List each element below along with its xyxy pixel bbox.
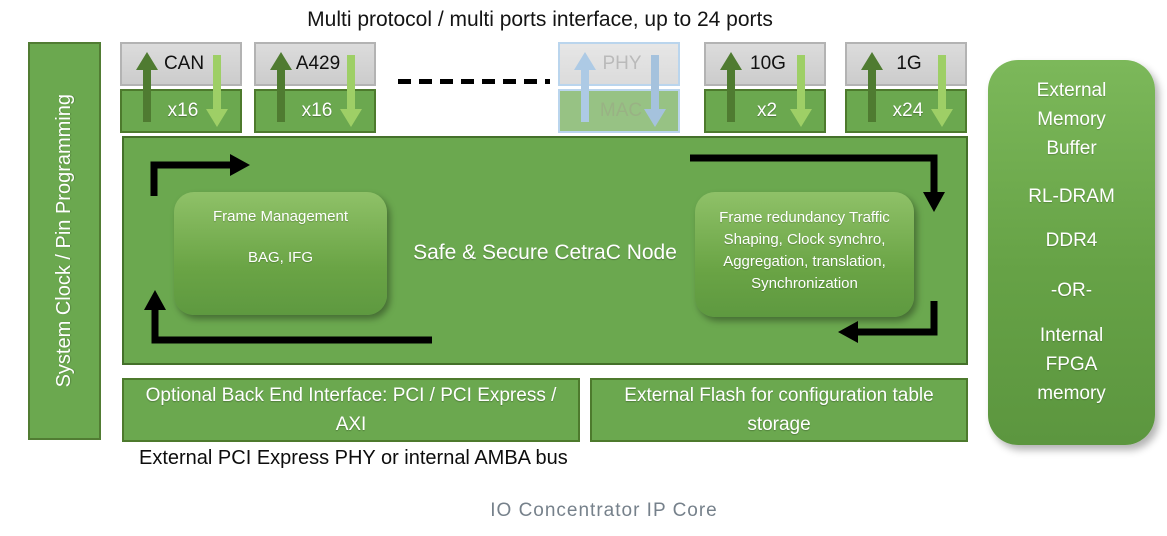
port-block-can: CAN x16 bbox=[120, 42, 242, 133]
phy-bus-note: External PCI Express PHY or internal AMB… bbox=[139, 447, 568, 469]
port-10g-label: 10G bbox=[750, 53, 786, 74]
flow-arrowhead-right-icon bbox=[230, 154, 250, 176]
flow-arrow-top-left bbox=[150, 161, 234, 196]
memory-line: External bbox=[1036, 80, 1107, 101]
port-can-label: CAN bbox=[163, 53, 205, 74]
system-clock-label: System Clock / Pin Programming bbox=[53, 94, 75, 388]
up-arrow-icon bbox=[861, 52, 883, 122]
up-arrow-icon bbox=[574, 52, 596, 122]
flow-arrowhead-up-icon bbox=[144, 290, 166, 310]
port-10g-count: x2 bbox=[756, 100, 778, 121]
memory-line: Internal bbox=[1039, 325, 1104, 346]
port-can-count: x16 bbox=[167, 100, 199, 121]
memory-line: Buffer bbox=[1046, 138, 1097, 159]
up-arrow-icon bbox=[720, 52, 742, 122]
flow-arrow-top-right bbox=[690, 154, 938, 194]
port-phy-label: PHY bbox=[602, 53, 642, 74]
port-1g-count: x24 bbox=[892, 100, 924, 121]
memory-line: memory bbox=[1037, 383, 1106, 404]
system-clock-bar: System Clock / Pin Programming bbox=[28, 42, 101, 440]
frame-management-sub: BAG, IFG bbox=[247, 249, 313, 266]
memory-line: Memory bbox=[1037, 109, 1106, 130]
down-arrow-icon bbox=[206, 55, 228, 127]
port-block-10g: 10G x2 bbox=[704, 42, 826, 133]
port-block-a429: A429 x16 bbox=[254, 42, 376, 133]
port-1g-label: 1G bbox=[896, 53, 922, 74]
port-block-phy-mac: PHY MAC bbox=[555, 39, 683, 136]
memory-line: RL-DRAM bbox=[1028, 186, 1115, 207]
up-arrow-icon bbox=[270, 52, 292, 122]
diagram-caption: IO Concentrator IP Core bbox=[490, 500, 718, 521]
frame-management-box: Frame Management BAG, IFG bbox=[174, 192, 387, 315]
port-block-1g: 1G x24 bbox=[845, 42, 967, 133]
up-arrow-icon bbox=[136, 52, 158, 122]
external-flash-box: External Flash for configuration table s… bbox=[590, 378, 968, 442]
diagram-title: Multi protocol / multi ports interface, … bbox=[307, 8, 773, 31]
external-memory-block: External Memory Buffer RL-DRAM DDR4 -OR-… bbox=[988, 60, 1155, 445]
down-arrow-icon bbox=[790, 55, 812, 127]
memory-line: FPGA bbox=[1045, 354, 1098, 375]
flow-arrows bbox=[144, 154, 945, 344]
ellipsis-dashed-line bbox=[398, 79, 550, 84]
flow-arrow-bottom-right bbox=[854, 301, 938, 336]
port-mac-label: MAC bbox=[599, 100, 643, 121]
back-end-interface-box: Optional Back End Interface: PCI / PCI E… bbox=[122, 378, 580, 442]
flow-arrow-bottom-left bbox=[151, 310, 432, 344]
down-arrow-icon bbox=[644, 55, 666, 127]
port-a429-count: x16 bbox=[301, 100, 333, 121]
flow-arrowhead-left-icon bbox=[838, 321, 858, 343]
memory-line: DDR4 bbox=[1045, 230, 1098, 251]
cetrac-node-block: Safe & Secure CetraC Node Frame Manageme… bbox=[122, 136, 968, 365]
frame-redundancy-box: Frame redundancy Traffic Shaping, Clock … bbox=[695, 192, 914, 317]
down-arrow-icon bbox=[340, 55, 362, 127]
cetrac-node-label: Safe & Secure CetraC Node bbox=[413, 241, 677, 264]
memory-line: -OR- bbox=[1050, 280, 1093, 301]
port-a429-label: A429 bbox=[295, 53, 341, 74]
down-arrow-icon bbox=[931, 55, 953, 127]
flow-arrowhead-down-icon bbox=[923, 192, 945, 212]
frame-management-title: Frame Management bbox=[212, 208, 349, 225]
